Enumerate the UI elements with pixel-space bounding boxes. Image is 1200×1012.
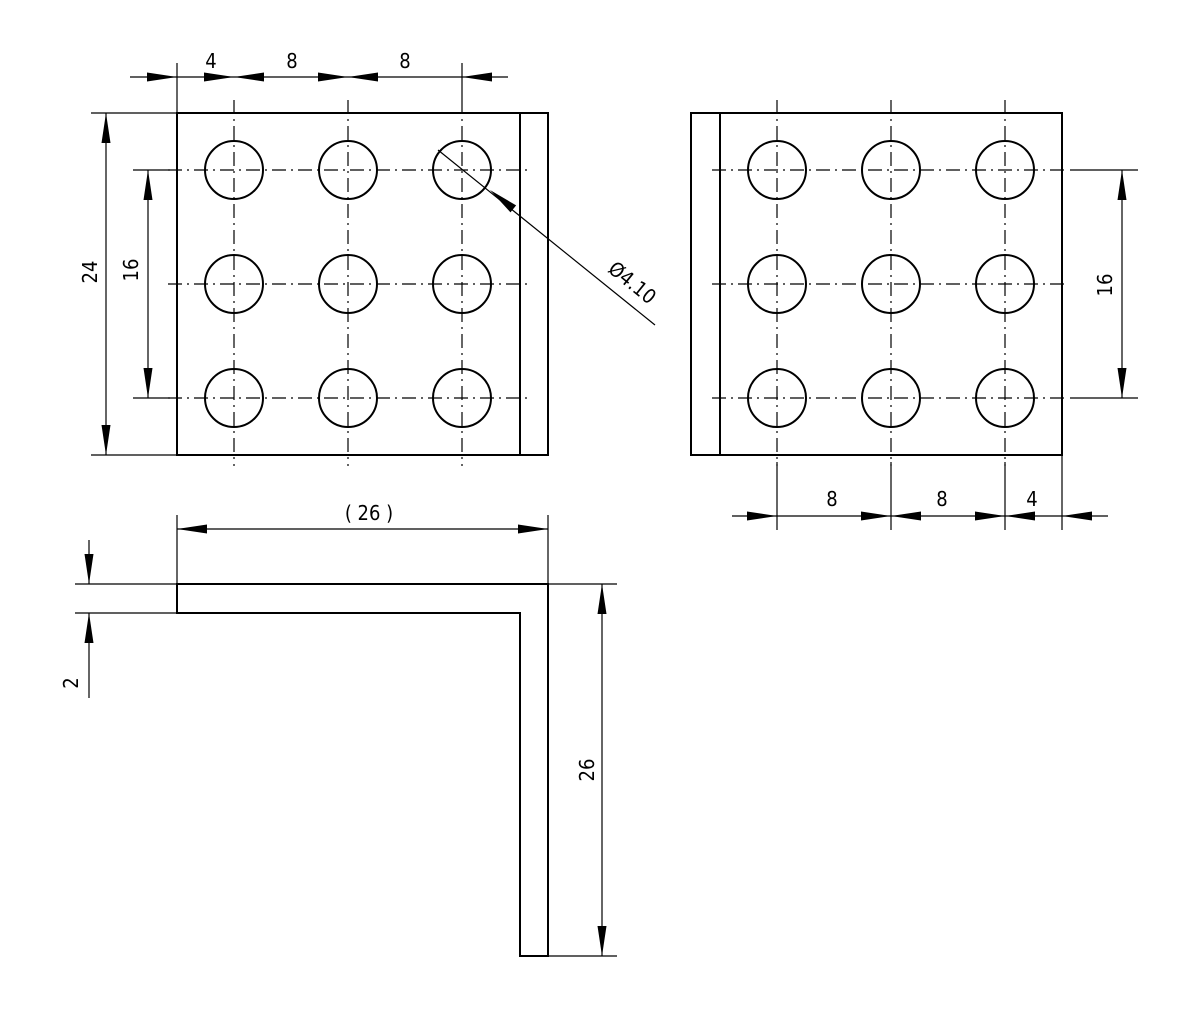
hole xyxy=(747,140,807,200)
arrowhead xyxy=(891,511,921,521)
arrowhead xyxy=(490,190,517,213)
arrowhead xyxy=(204,72,234,82)
arrowhead xyxy=(318,72,348,82)
hole xyxy=(432,368,492,428)
hole xyxy=(975,140,1035,200)
dim-pitch-x1: 8 xyxy=(286,49,297,73)
dim-offset-x: 4 xyxy=(205,49,216,73)
arrowhead xyxy=(747,511,777,521)
rear-view xyxy=(690,100,1068,466)
hole xyxy=(318,368,378,428)
arrowhead xyxy=(234,72,264,82)
l-bracket-profile xyxy=(176,583,549,957)
arrowhead xyxy=(518,524,548,534)
hole xyxy=(861,368,921,428)
dim-height: 24 xyxy=(78,261,102,284)
side-dim-length: ( 26 ) xyxy=(345,501,393,525)
rear-dim-offset-x: 4 xyxy=(1026,487,1037,511)
dim-hole-diameter: Ø4.10 xyxy=(604,256,661,309)
arrowhead xyxy=(597,926,607,956)
side-view xyxy=(176,583,549,957)
arrowhead xyxy=(462,72,492,82)
hole xyxy=(975,368,1035,428)
arrowhead xyxy=(84,554,94,584)
hole xyxy=(747,368,807,428)
arrowhead xyxy=(101,425,111,455)
diameter-leader xyxy=(437,149,656,326)
hole xyxy=(747,254,807,314)
hole xyxy=(204,368,264,428)
arrowhead xyxy=(975,511,1005,521)
arrowhead xyxy=(143,368,153,398)
arrowhead xyxy=(177,524,207,534)
arrowhead xyxy=(1062,511,1092,521)
hole xyxy=(432,254,492,314)
hole xyxy=(204,254,264,314)
arrowhead xyxy=(143,170,153,200)
arrowhead xyxy=(1117,368,1127,398)
arrowhead xyxy=(1117,170,1127,200)
arrowhead xyxy=(84,613,94,643)
dim-pitch-y: 16 xyxy=(119,259,143,282)
arrowhead xyxy=(1005,511,1035,521)
arrowhead xyxy=(861,511,891,521)
dim-pitch-x2: 8 xyxy=(399,49,410,73)
rear-dim-pitch-y: 16 xyxy=(1093,274,1117,297)
hole xyxy=(975,254,1035,314)
rear-dim-pitch-x1: 8 xyxy=(826,487,837,511)
arrowhead xyxy=(101,113,111,143)
rear-dim-pitch-x2: 8 xyxy=(936,487,947,511)
hole xyxy=(318,140,378,200)
hole xyxy=(318,254,378,314)
side-dim-height: 26 xyxy=(575,759,599,782)
dimensions xyxy=(75,63,1138,957)
front-view xyxy=(168,100,549,466)
arrowhead xyxy=(597,584,607,614)
hole xyxy=(861,140,921,200)
side-dim-thickness: 2 xyxy=(59,677,83,688)
arrowhead xyxy=(147,72,177,82)
hole xyxy=(432,140,492,200)
arrowhead xyxy=(348,72,378,82)
hole xyxy=(861,254,921,314)
hole xyxy=(204,140,264,200)
